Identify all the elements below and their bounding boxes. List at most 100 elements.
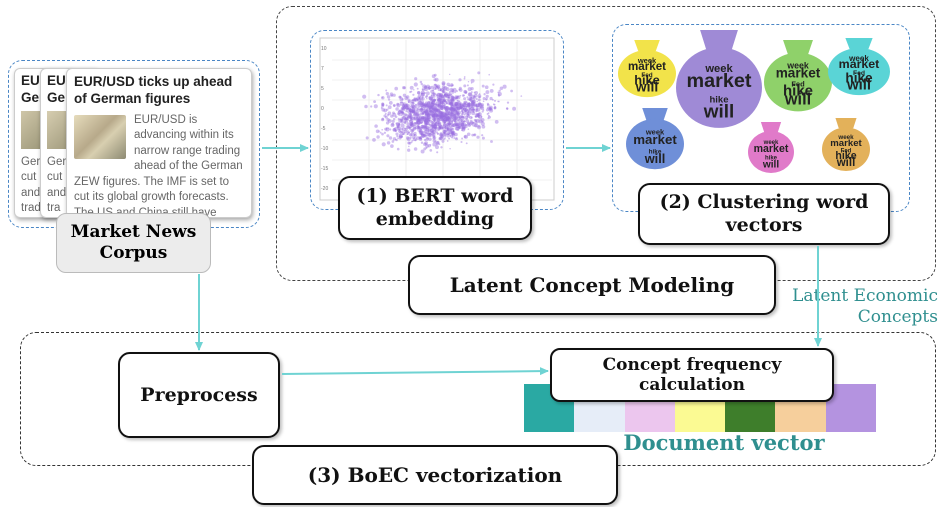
embedding-point — [480, 116, 483, 118]
embedding-point — [453, 137, 456, 139]
embedding-point — [436, 93, 441, 97]
embedding-point — [408, 101, 410, 103]
embedding-point — [427, 112, 431, 116]
embedding-point — [477, 115, 480, 119]
embedding-point — [446, 127, 450, 131]
embedding-point — [444, 113, 447, 115]
embedding-point — [462, 102, 465, 106]
embedding-point — [415, 112, 420, 117]
embedding-point — [457, 112, 460, 116]
embedding-point — [448, 96, 451, 99]
embedding-point — [439, 113, 443, 117]
embedding-point — [434, 129, 437, 132]
embedding-point — [409, 85, 414, 90]
embedding-point — [410, 141, 413, 144]
embedding-point — [454, 112, 459, 117]
embedding-point — [433, 78, 437, 82]
embedding-point — [421, 111, 425, 115]
embedding-point — [450, 96, 455, 101]
embedding-point — [431, 98, 436, 103]
word-bag-word: will — [846, 78, 871, 94]
embedding-point — [436, 98, 440, 102]
embedding-point — [417, 118, 421, 121]
embedding-point — [391, 122, 395, 126]
embedding-point — [431, 130, 436, 134]
embedding-point — [414, 134, 416, 136]
embedding-point — [409, 110, 413, 114]
embedding-point — [433, 123, 437, 127]
embedding-point — [466, 111, 469, 114]
embedding-point — [457, 102, 462, 107]
embedding-point — [414, 104, 418, 108]
word-bag-word: week — [837, 134, 854, 141]
embedding-point — [455, 110, 458, 113]
embedding-point — [454, 91, 457, 94]
embedding-point — [461, 110, 464, 113]
embedding-point — [427, 86, 430, 89]
embedding-point — [417, 118, 421, 123]
embedding-point — [457, 116, 461, 121]
embedding-point — [445, 100, 447, 103]
embedding-point — [463, 113, 466, 116]
embedding-point — [432, 111, 435, 114]
embedding-point — [453, 103, 455, 105]
embedding-point — [436, 86, 439, 89]
embedding-point — [445, 94, 450, 99]
embedding-point — [472, 108, 476, 112]
embedding-point — [443, 129, 447, 134]
embedding-point — [455, 102, 459, 106]
embedding-point — [450, 112, 454, 116]
embedding-point — [448, 113, 451, 116]
embedding-point — [457, 101, 461, 104]
embedding-point — [381, 102, 385, 107]
embedding-point — [450, 103, 454, 107]
embedding-point — [450, 120, 454, 123]
embedding-point — [463, 84, 467, 88]
embedding-point — [397, 122, 401, 126]
embedding-point — [448, 108, 453, 112]
embedding-point — [456, 112, 460, 115]
embedding-point — [425, 91, 430, 96]
embedding-point — [386, 113, 390, 117]
embedding-point — [432, 113, 436, 117]
embedding-point — [481, 84, 485, 88]
embedding-point — [416, 107, 418, 110]
embedding-point — [420, 104, 424, 108]
embedding-point — [409, 119, 413, 124]
embedding-point — [403, 86, 407, 90]
embedding-point — [485, 98, 488, 101]
embedding-point — [497, 100, 499, 103]
embedding-point — [388, 101, 393, 105]
embedding-point — [383, 114, 387, 118]
embedding-point — [438, 94, 442, 98]
embedding-point — [415, 116, 419, 120]
embedding-point — [412, 101, 415, 105]
embedding-point — [420, 92, 425, 97]
embedding-point — [466, 102, 471, 106]
word-bag-word: market — [830, 138, 862, 149]
embedding-point — [420, 106, 424, 111]
embedding-point — [381, 103, 385, 107]
embedding-point — [401, 111, 403, 114]
embedding-point — [433, 95, 436, 98]
embedding-point — [459, 103, 461, 106]
embedding-point — [450, 106, 453, 109]
embedding-point — [439, 117, 443, 120]
embedding-point — [466, 113, 469, 116]
embedding-point — [449, 130, 453, 135]
embedding-point — [480, 117, 485, 123]
embedding-point — [447, 128, 450, 131]
embedding-point — [418, 126, 423, 131]
word-bag-word: will — [703, 102, 734, 123]
embedding-point — [429, 144, 432, 146]
embedding-point — [437, 124, 440, 127]
embedding-point — [458, 102, 464, 107]
embedding-point — [444, 107, 449, 112]
embedding-point — [452, 113, 456, 116]
embedding-point — [413, 122, 416, 124]
embedding-point — [466, 104, 470, 108]
word-bag-word: will — [644, 151, 666, 166]
embedding-point — [469, 110, 472, 114]
embedding-point — [413, 97, 417, 101]
embedding-point — [431, 94, 433, 97]
